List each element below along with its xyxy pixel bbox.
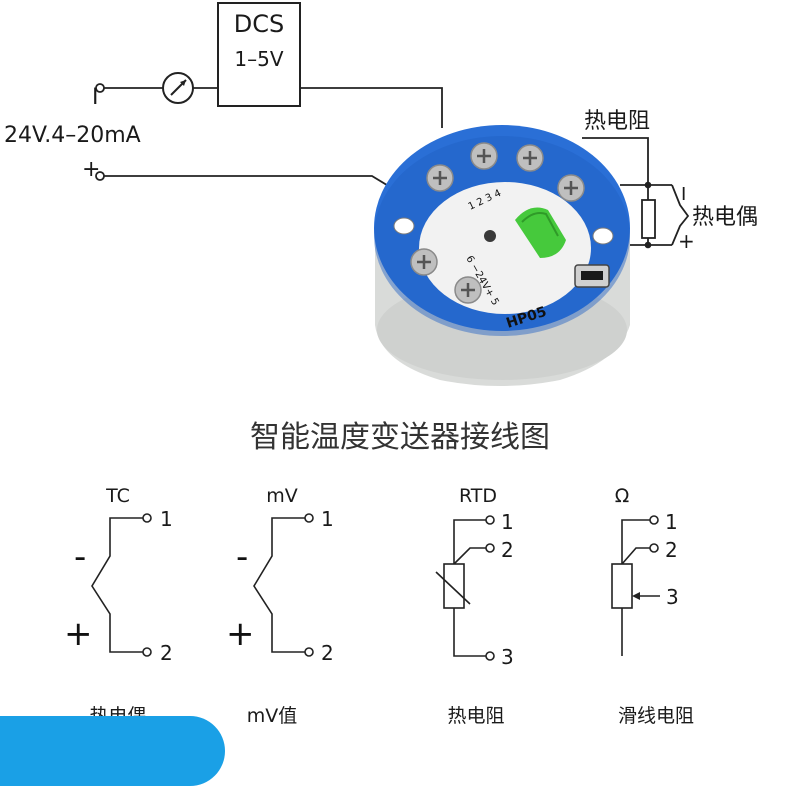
schematic-tc: TC 1 2 - + 热电偶 [64, 485, 173, 727]
schematic-slide: Ω 1 2 3 滑线电阻 [611, 485, 694, 727]
rtd-header: RTD [459, 485, 497, 507]
schematic-mv: mV 1 2 - + mV值 [226, 485, 334, 727]
tc-minus-sign: - [74, 537, 86, 577]
ohm-pin-3: 3 [666, 585, 679, 609]
tc-pin-2: 2 [160, 641, 173, 665]
green-adjust-knob [515, 207, 566, 258]
mv-pin-1: 1 [321, 507, 334, 531]
tc-callout: 热电偶 [692, 205, 758, 230]
mv-plus-sign: + [226, 614, 255, 654]
tc-pin-1: 1 [160, 507, 173, 531]
wiring-diagram: DCS 1–5V I 24V.4–20mA + 热电阻 热电偶 I + [0, 2, 758, 786]
ohm-pin-1: 1 [665, 510, 678, 534]
rtd-resistor-top [641, 199, 656, 239]
transmitter-photo: 1 2 3 4 6 −24V+ 5 HP05 [374, 125, 630, 386]
rtd-pin-1: 1 [501, 510, 514, 534]
supply-label: 24V.4–20mA [4, 123, 141, 148]
rtd-caption: 热电阻 [447, 705, 504, 727]
blue-corner-blob [0, 716, 225, 786]
ohm-caption: 滑线电阻 [618, 705, 694, 727]
tc-header: TC [105, 485, 130, 507]
diagram-title: 智能温度变送器接线图 [250, 420, 550, 455]
supply-wiring [95, 83, 690, 249]
ammeter-icon [162, 72, 194, 104]
dcs-box: DCS 1–5V [217, 2, 301, 107]
diagram-canvas: DCS 1–5V I 24V.4–20mA + 热电阻 热电偶 I + [4, 2, 758, 727]
mv-header: mV [266, 485, 298, 507]
rtd-pin-2: 2 [501, 538, 514, 562]
rtd-pin-3: 3 [501, 645, 514, 669]
rtd-callout: 热电阻 [584, 109, 650, 134]
mv-minus-sign: - [236, 537, 248, 577]
tc-plus-sign: + [64, 614, 93, 654]
ohm-pin-2: 2 [665, 538, 678, 562]
tc-plus: + [678, 229, 695, 253]
dcs-label: DCS [234, 10, 284, 38]
ohm-header: Ω [615, 485, 630, 507]
mv-pin-2: 2 [321, 641, 334, 665]
mv-caption: mV值 [247, 705, 298, 727]
tc-minus: I [681, 184, 686, 205]
supply-plus: + [82, 157, 100, 182]
usb-port [574, 264, 610, 288]
dcs-range: 1–5V [234, 47, 283, 71]
supply-minus: I [92, 85, 99, 110]
schematic-rtd: RTD 1 2 3 热电阻 [435, 485, 514, 727]
